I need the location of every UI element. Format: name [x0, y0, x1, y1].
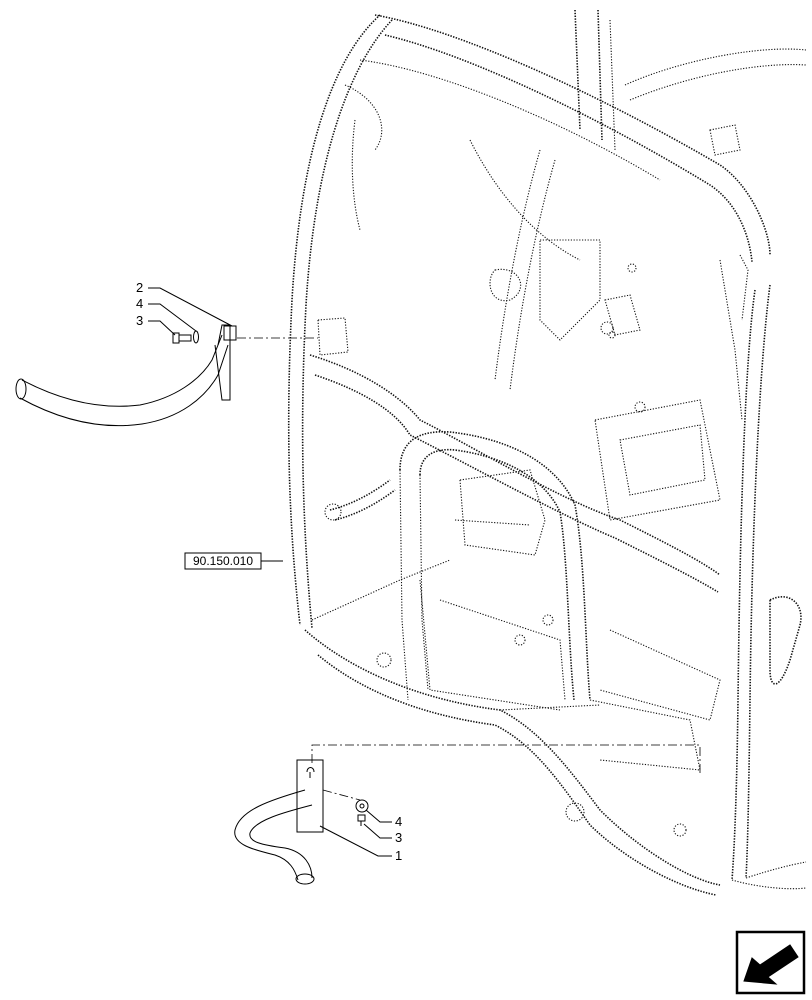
upper-washer [193, 330, 199, 344]
callout-upper-washer: 4 [136, 296, 143, 311]
lower-mounting-axis [311, 744, 701, 775]
upper-grab-handle [15, 324, 237, 427]
lower-washer [355, 799, 369, 813]
cab-frame [287, 9, 807, 896]
lower-bolt [357, 814, 366, 826]
callout-lower-handle: 1 [395, 848, 402, 863]
callout-lower-washer: 4 [395, 814, 402, 829]
back-arrow-icon[interactable] [735, 930, 806, 995]
callout-lower-bolt: 3 [395, 830, 402, 845]
leader-lower-4 [365, 809, 392, 823]
leader-lower-3 [363, 823, 392, 839]
lower-grab-handle [234, 759, 324, 885]
callout-upper-handle: 2 [136, 280, 143, 295]
leader-lower-1 [319, 825, 392, 857]
reference-box-label[interactable]: 90.150.010 [193, 554, 253, 568]
upper-bolt [172, 332, 192, 344]
callout-upper-bolt: 3 [136, 313, 143, 328]
leader-upper-2 [148, 287, 233, 327]
reference-box[interactable]: 90.150.010 [184, 552, 283, 570]
leader-upper-3 [148, 320, 176, 336]
leader-upper-4 [148, 303, 197, 332]
lower-washer-axis [322, 789, 361, 801]
